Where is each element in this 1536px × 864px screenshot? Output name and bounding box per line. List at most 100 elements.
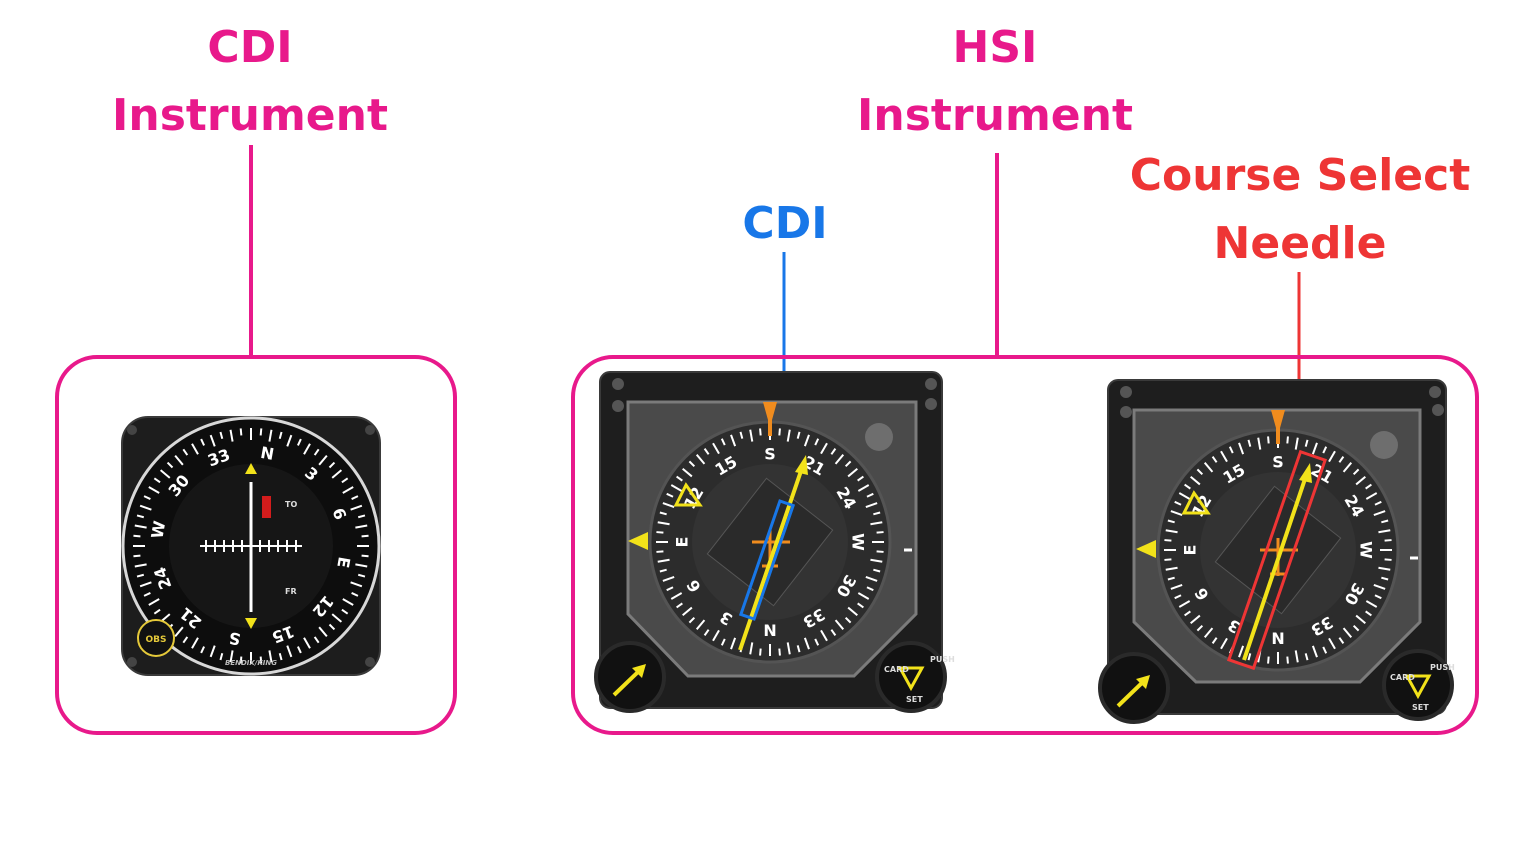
hsi1-compass-tick [730, 637, 737, 650]
hsi2-compass-tick [1328, 450, 1336, 463]
hsi2-compass-tick [1286, 436, 1289, 444]
hsi1-compass-tick [830, 448, 837, 455]
cdi-compass-tick [328, 623, 336, 631]
hsi1-compass-tick [786, 642, 791, 655]
cdi-compass-tick [268, 429, 273, 442]
cdi-compass-tick [286, 434, 293, 447]
hsi2-compass-tick [1338, 637, 1345, 644]
hsi2-compass-tick [1365, 610, 1372, 617]
cdi-callout-label: CDI [700, 190, 870, 258]
cdi-compass-ticks [133, 428, 369, 664]
hsi1-compass-tick [847, 606, 858, 617]
hsi2-compass-tick [1378, 566, 1391, 571]
cdi-compass-tick [259, 428, 263, 436]
hsi1-compass-tick [688, 616, 696, 624]
hsi1-compass-tick [866, 492, 874, 498]
hsi-right-lubber-line [1271, 410, 1285, 444]
hsi-instrument-title-line1: HSI [952, 22, 1038, 73]
hsi2-compass-tick [1365, 492, 1378, 500]
course-select-line1: Course Select [1129, 150, 1471, 201]
hsi1-compass-tick [803, 637, 810, 650]
cdi-compass-tick [259, 656, 263, 664]
cdi-compass-tick [286, 645, 293, 658]
hsi-left-set-label: SET [906, 695, 923, 704]
obs-knob[interactable] [137, 619, 175, 657]
hsi1-compass-tick [662, 502, 675, 509]
cdi-compass-tick [297, 438, 302, 446]
hsi2-compass-tick [1247, 653, 1252, 661]
cdi-compass-label: S [227, 628, 242, 649]
hsi2-compass-tick [1164, 558, 1172, 561]
hsi2-compass-tick [1238, 442, 1245, 455]
hsi1-compass-tick [857, 592, 870, 600]
cdi-instrument-title: CDI Instrument [100, 14, 400, 150]
hsi1-compass-tick [656, 531, 664, 534]
hsi-right-heading-knob[interactable] [1098, 652, 1170, 724]
hsi1-compass-tick [873, 511, 881, 516]
hsi1-compass-label: S [764, 445, 776, 464]
hsi-instrument-title-line2: Instrument [857, 90, 1133, 142]
cdi-compass-tick [318, 454, 328, 466]
hsi1-compass-tick [796, 431, 801, 439]
hsi2-compass-tick [1170, 583, 1183, 590]
hsi2-compass-tick [1322, 446, 1328, 454]
hsi-left-heading-knob[interactable] [594, 641, 666, 713]
hsi-instrument-frame [571, 355, 1479, 735]
hsi1-compass-tick [659, 511, 667, 516]
hsi1-compass-tick [676, 602, 683, 609]
cdi-compass-tick [143, 592, 151, 597]
cdi-compass-tick [268, 650, 273, 663]
hsi2-compass-tick [1211, 456, 1218, 463]
hsi2-compass-tick [1374, 594, 1382, 600]
hsi2-compass-tick [1338, 456, 1345, 463]
hsi1-compass-label: W [849, 533, 868, 551]
hsi-left-card-set-knob[interactable]: PUSH CARD SET [875, 641, 955, 713]
hsi1-compass-tick [670, 484, 683, 492]
cdi-instrument-title-line2: Instrument [112, 90, 388, 142]
cdi-instrument-title-line1: CDI [207, 22, 293, 73]
hsi1-compass-tick [834, 619, 845, 630]
hsi1-compass-tick [820, 629, 828, 642]
cdi-compass-tick [148, 486, 160, 494]
hsi1-compass-tick [682, 606, 693, 617]
hsi2-compass-tick [1378, 529, 1391, 534]
cdi-brand-label: BENDIX/KING [225, 659, 277, 667]
hsi2-compass-tick [1304, 439, 1309, 447]
hsi1-compass-label: E [673, 537, 692, 548]
cdi-compass-tick [139, 581, 152, 588]
hsi2-compass-tick [1220, 450, 1228, 463]
hsi1-compass-tick [659, 568, 667, 573]
cdi-compass-tick [209, 434, 216, 447]
cdi-compass-tick [153, 608, 161, 615]
hsi2-compass-tick [1190, 475, 1201, 486]
hsi1-compass-tick [873, 568, 881, 573]
hsi2-compass-tick [1196, 624, 1204, 632]
hsi2-compass-tick [1384, 539, 1392, 542]
hsi-right-set-label: SET [1412, 703, 1429, 712]
hsi2-compass-tick [1184, 610, 1191, 617]
hsi1-compass-tick [695, 454, 706, 465]
hsi1-compass-tick [870, 521, 883, 526]
hsi2-compass-tick [1342, 627, 1353, 638]
cdi-compass-tick [303, 443, 311, 455]
hsi1-compass-tick [870, 558, 883, 563]
hsi1-compass-tick [876, 550, 884, 553]
hsi2-compass-tick [1164, 539, 1172, 542]
hsi-right-card-set-knob[interactable]: PUSH CARD SET [1382, 649, 1455, 721]
hsi1-compass-tick [844, 460, 852, 468]
cdi-compass-tick [133, 534, 141, 538]
cdi-compass-tick [191, 637, 199, 649]
hsi1-compass-tick [759, 648, 762, 656]
cdi-compass-tick [357, 514, 366, 519]
hsi1-compass-tick [670, 592, 683, 600]
hsi1-compass-tick [759, 428, 762, 436]
cdi-compass-tick [355, 563, 368, 568]
hsi1-compass-tick [803, 434, 810, 447]
cdi-compass-tick [136, 514, 145, 519]
cdi-compass-tick [219, 431, 224, 440]
cdi-compass-tick [239, 656, 243, 664]
hsi2-compass-tick [1170, 510, 1183, 517]
hsi2-compass-label: N [1271, 629, 1284, 648]
